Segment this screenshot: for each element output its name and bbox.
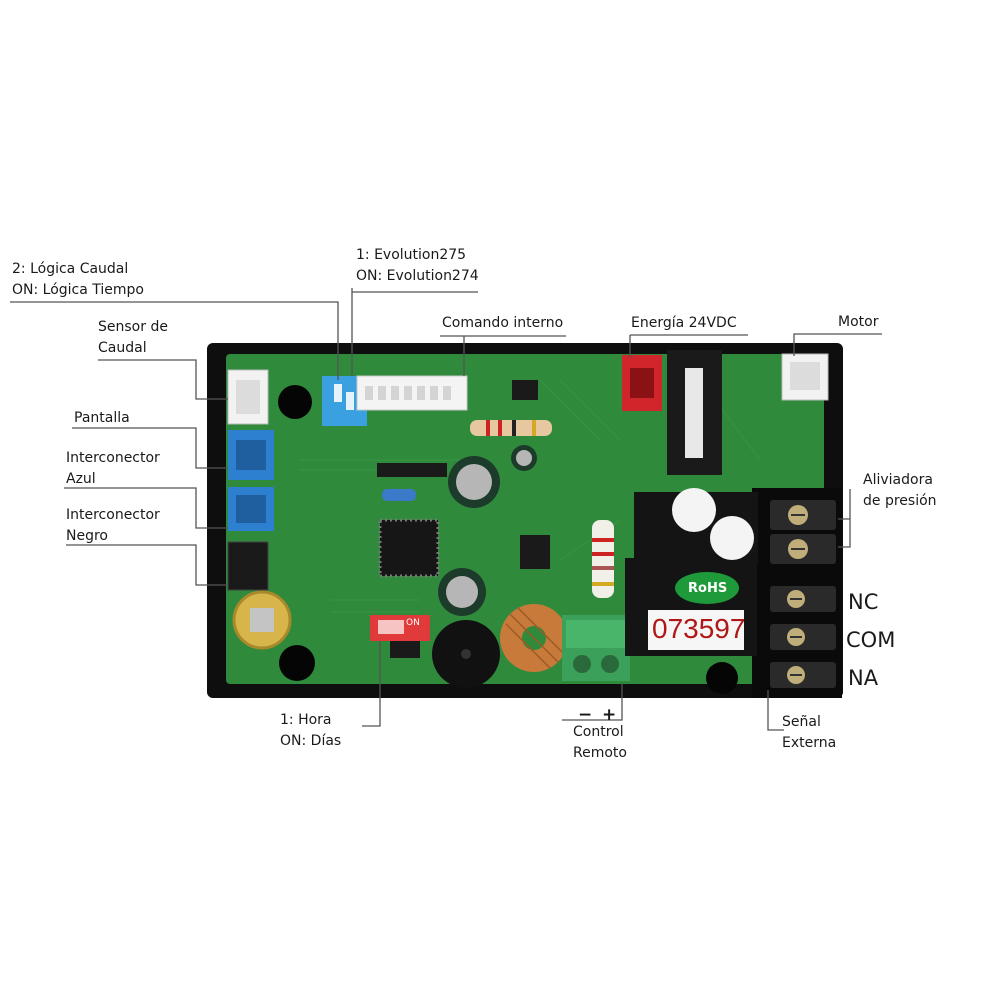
- callout-aliviadora: [838, 518, 851, 548]
- callout-remoto: [562, 683, 623, 721]
- callout-logica: [10, 301, 339, 380]
- callout-evolution: [351, 288, 478, 293]
- microcontroller: [378, 518, 440, 578]
- mount-hole: [278, 385, 312, 419]
- rohs-sticker: [675, 572, 739, 604]
- label-com: COM: [846, 628, 896, 652]
- callout-senal: [767, 690, 784, 731]
- callout-motor: [793, 333, 882, 356]
- relay-serial-number: 073597: [652, 613, 746, 644]
- label-motor: Motor: [838, 314, 879, 330]
- black-interconnector: [227, 541, 269, 591]
- mount-hole: [279, 645, 315, 681]
- pin-header: [377, 463, 447, 477]
- label-nc: NC: [848, 590, 879, 614]
- rohs-label: RoHS: [688, 581, 728, 596]
- resistor: [470, 420, 552, 436]
- label-comando-interno: Comando interno: [442, 315, 564, 331]
- mount-hole: [706, 662, 738, 694]
- terminal-screws-lower: [770, 586, 836, 688]
- label-pantalla: Pantalla: [74, 410, 130, 426]
- callout-hora: [362, 641, 381, 727]
- label-na: NA: [848, 666, 879, 690]
- dip-on-mark: ON: [406, 618, 420, 628]
- serial-sticker: [648, 610, 744, 650]
- label-polarity-plus: +: [602, 705, 617, 725]
- terminal-screws-upper: [770, 500, 836, 564]
- callout-sensor: [98, 359, 228, 400]
- label-polarity-minus: −: [578, 705, 593, 725]
- callout-negro: [66, 544, 228, 586]
- callout-pantalla: [72, 427, 228, 469]
- label-energia: Energía 24VDC: [631, 315, 737, 331]
- callout-azul: [64, 487, 228, 529]
